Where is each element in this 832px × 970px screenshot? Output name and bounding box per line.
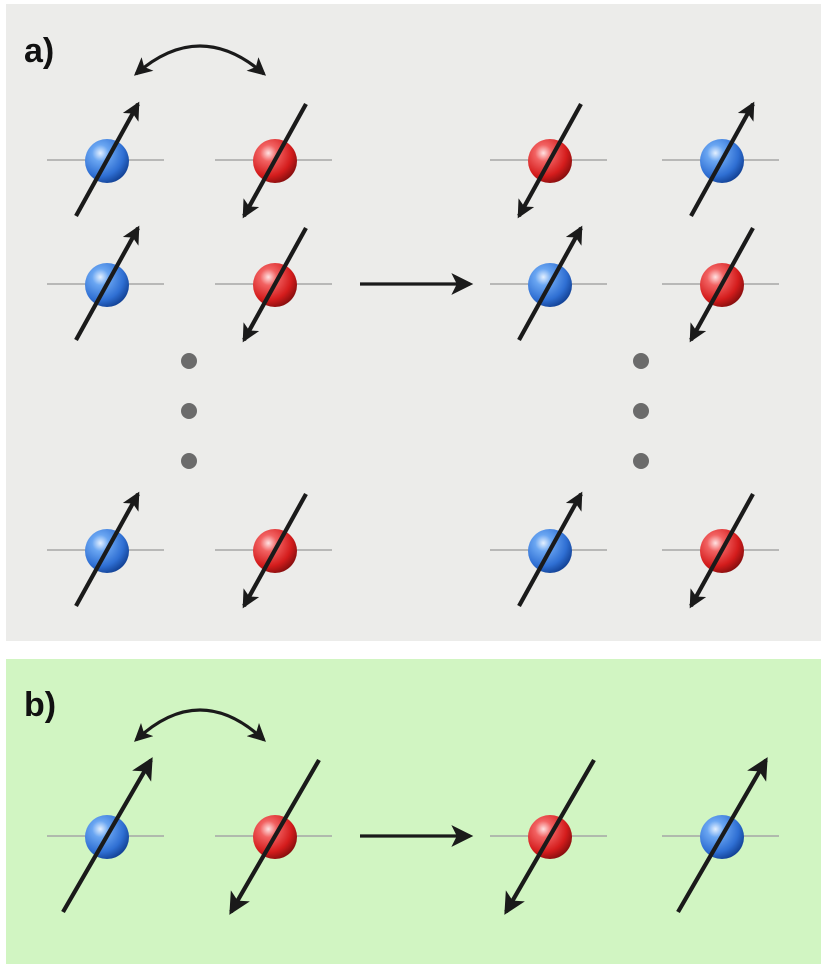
panel-a-spins bbox=[47, 101, 779, 609]
spin-down-red bbox=[490, 758, 607, 915]
spin-up-blue bbox=[47, 491, 164, 608]
spin-up-blue bbox=[662, 757, 779, 914]
ellipsis-after bbox=[633, 353, 649, 469]
spin-up-arrow-icon bbox=[517, 491, 583, 608]
exchange-arrow-icon bbox=[134, 708, 266, 742]
spin-up-blue bbox=[490, 491, 607, 608]
spin-up-blue bbox=[47, 757, 164, 914]
spin-down-arrow-icon bbox=[689, 492, 755, 609]
panel-b-label: b) bbox=[24, 686, 56, 724]
spin-down-arrow-icon bbox=[504, 758, 596, 915]
spin-up-arrow-icon bbox=[74, 491, 140, 608]
ellipsis-before bbox=[181, 353, 197, 469]
spin-up-arrow-icon bbox=[74, 225, 140, 342]
spin-down-arrow-icon bbox=[242, 492, 308, 609]
spin-up-arrow-icon bbox=[61, 757, 153, 914]
spin-down-red bbox=[215, 492, 332, 609]
spin-down-arrow-icon bbox=[689, 226, 755, 343]
panel-a-label: a) bbox=[24, 32, 54, 70]
spin-down-arrow-icon bbox=[517, 102, 583, 219]
ellipsis-dot bbox=[181, 403, 197, 419]
spin-down-red bbox=[215, 226, 332, 343]
spin-down-arrow-icon bbox=[229, 758, 321, 915]
spin-down-red bbox=[662, 492, 779, 609]
spin-down-arrow-icon bbox=[242, 226, 308, 343]
ellipsis-dot bbox=[181, 353, 197, 369]
ellipsis-dot bbox=[633, 353, 649, 369]
spin-up-blue bbox=[47, 225, 164, 342]
ellipsis-dot bbox=[633, 453, 649, 469]
spin-up-arrow-icon bbox=[676, 757, 768, 914]
spin-up-arrow-icon bbox=[689, 101, 755, 218]
panel-b-spins bbox=[47, 757, 779, 915]
panel-a: a) bbox=[6, 4, 821, 641]
ellipsis-dot bbox=[633, 403, 649, 419]
spin-up-blue bbox=[47, 101, 164, 218]
spin-up-blue bbox=[490, 225, 607, 342]
panel-a-background bbox=[6, 4, 821, 641]
spin-down-red bbox=[215, 102, 332, 219]
spin-down-red bbox=[662, 226, 779, 343]
spin-up-arrow-icon bbox=[74, 101, 140, 218]
spin-down-arrow-icon bbox=[242, 102, 308, 219]
ellipsis-dot bbox=[181, 453, 197, 469]
spin-up-blue bbox=[662, 101, 779, 218]
spin-down-red bbox=[215, 758, 332, 915]
panel-b: b) bbox=[6, 659, 821, 964]
spin-up-arrow-icon bbox=[517, 225, 583, 342]
panel-b-background bbox=[6, 659, 821, 964]
exchange-arrow-icon bbox=[133, 44, 267, 76]
spin-down-red bbox=[490, 102, 607, 219]
